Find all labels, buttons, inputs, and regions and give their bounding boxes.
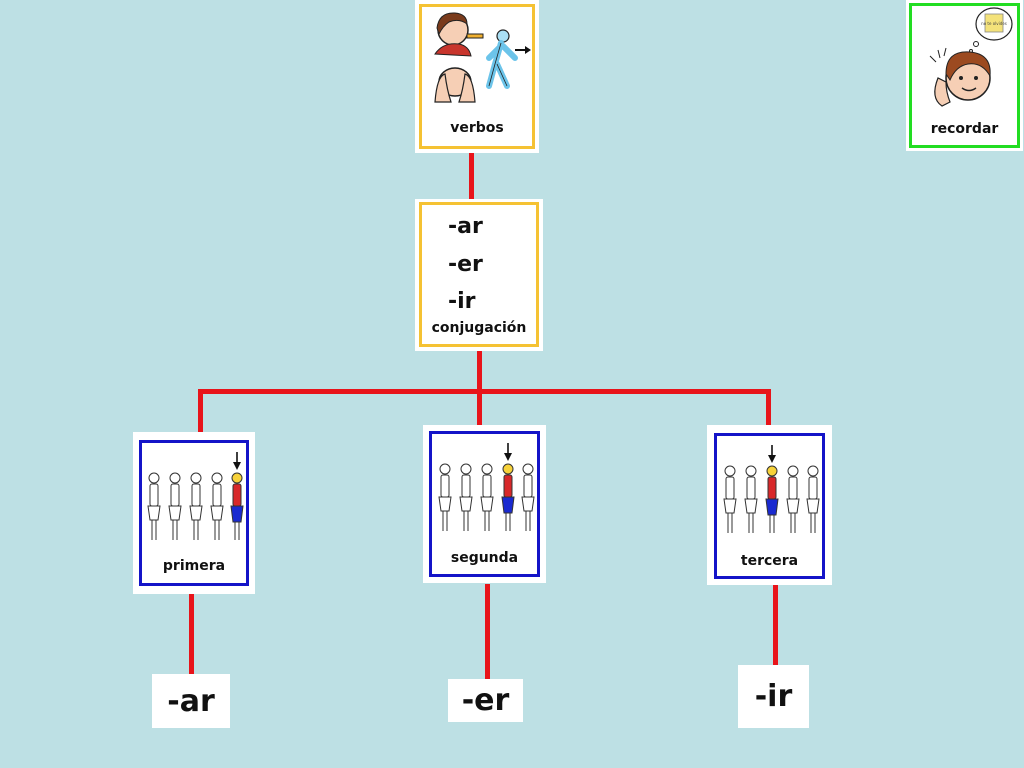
connector-verbos-conjugacion (469, 150, 474, 202)
queue-first-icon (147, 452, 244, 540)
eat-walk-actions-icon (434, 12, 531, 103)
result-er[interactable]: -er (448, 679, 523, 722)
tercera-frame (714, 433, 825, 579)
connector-branch-tercera (766, 389, 771, 427)
connector-branch-segunda (477, 389, 482, 429)
primera-card[interactable]: primera (133, 432, 255, 594)
remember-person-icon: no te olvides (929, 7, 1013, 107)
connector-branch-primera (198, 389, 203, 434)
conjugacion-frame (419, 202, 539, 347)
recordar-label: recordar (930, 121, 999, 137)
queue-person (723, 465, 820, 533)
verbos-card[interactable]: verbos (415, 0, 539, 153)
remember-note-text: no te olvides (981, 21, 1007, 26)
verbos-label: verbos (450, 120, 504, 136)
conjugacion-card[interactable]: -ar -er -ir conjugación (415, 199, 543, 351)
result-ar[interactable]: -ar (152, 674, 230, 728)
recordar-card[interactable]: no te olvides recordar (906, 0, 1023, 151)
conjugacion-label: conjugación (431, 320, 527, 336)
queue-highlighted-person (501, 463, 515, 531)
verbos-frame (419, 4, 535, 149)
recordar-frame (909, 3, 1020, 148)
primera-frame (139, 440, 249, 586)
queue-person (147, 472, 224, 540)
connector-primera-ar (189, 592, 194, 674)
suffix-ar: -ar (448, 214, 483, 239)
primera-label: primera (162, 558, 226, 574)
connector-tercera-ir (773, 585, 778, 666)
suffix-er: -er (448, 252, 483, 277)
queue-second-icon (438, 443, 535, 531)
queue-third-icon (723, 445, 820, 533)
connector-horizontal-branch (198, 389, 771, 394)
result-ir[interactable]: -ir (738, 665, 809, 728)
connector-conjugacion-branch (477, 348, 482, 393)
queue-highlighted-person (765, 465, 779, 533)
queue-person (438, 463, 535, 531)
suffix-ir: -ir (448, 289, 476, 314)
tercera-label: tercera (740, 553, 799, 569)
connector-segunda-er (485, 584, 490, 681)
queue-highlighted-person (230, 472, 244, 540)
tercera-card[interactable]: tercera (707, 425, 832, 585)
segunda-label: segunda (450, 550, 519, 566)
segunda-card[interactable]: segunda (423, 425, 546, 583)
segunda-frame (429, 431, 540, 577)
